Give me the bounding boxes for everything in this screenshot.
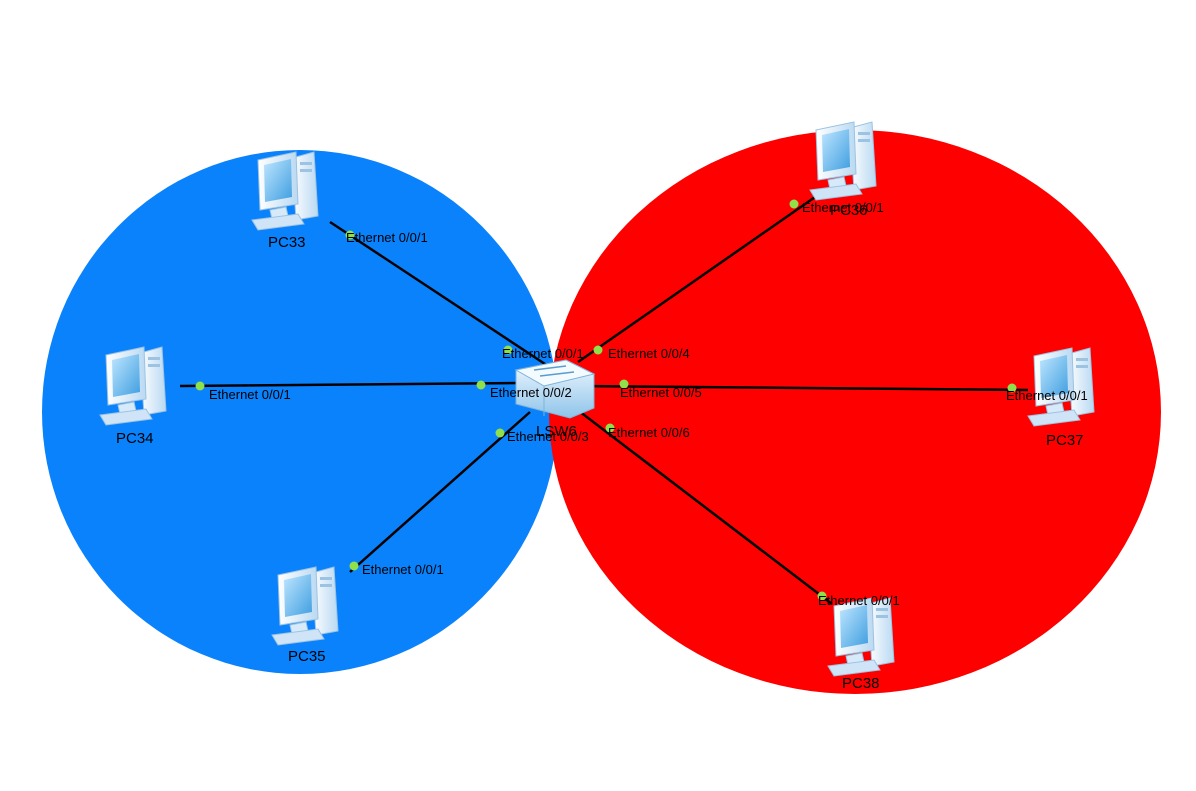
pc36-port-label: Ethernet 0/0/1 xyxy=(802,200,884,215)
pc34-port-label: Ethernet 0/0/1 xyxy=(209,387,291,402)
switch-port-label-p5: Ethernet 0/0/5 xyxy=(620,385,702,400)
pc37-port-label: Ethernet 0/0/1 xyxy=(1006,388,1088,403)
vlan-zone-right xyxy=(549,130,1161,694)
switch-label: LSW6 xyxy=(536,423,577,440)
link-pc35 xyxy=(349,411,531,573)
link-pc38 xyxy=(574,407,833,605)
link-pc37 xyxy=(577,384,1029,392)
port-dot-pc38 xyxy=(817,591,827,601)
switch-port-label-p2: Ethernet 0/0/2 xyxy=(490,385,572,400)
link-pc36 xyxy=(577,193,819,364)
port-dot-pc36 xyxy=(789,199,799,209)
pc38-icon[interactable] xyxy=(827,597,895,677)
pc38-port-label: Ethernet 0/0/1 xyxy=(818,593,900,608)
port-dot-sw-p3 xyxy=(495,428,505,438)
pc34-label: PC34 xyxy=(116,430,154,447)
pc34-icon[interactable] xyxy=(99,346,167,426)
pc35-icon[interactable] xyxy=(271,566,339,646)
pc35-port-label: Ethernet 0/0/1 xyxy=(362,562,444,577)
switch-icon[interactable] xyxy=(514,359,596,419)
pc38-label: PC38 xyxy=(842,675,880,692)
port-dot-sw-p4 xyxy=(593,345,603,355)
switch-port-label-p6: Ethernet 0/0/6 xyxy=(608,425,690,440)
vlan-zone-left xyxy=(42,150,558,674)
pc36-icon[interactable] xyxy=(809,121,877,201)
port-dot-sw-p2 xyxy=(476,380,486,390)
link-pc33 xyxy=(329,220,549,368)
switch-port-label-p1: Ethernet 0/0/1 xyxy=(502,346,584,361)
pc33-label: PC33 xyxy=(268,234,306,251)
switch-port-label-p3: Ethernet 0/0/3 xyxy=(507,429,589,444)
link-pc34 xyxy=(179,381,521,388)
pc36-label: PC36 xyxy=(830,202,868,219)
port-dot-pc35 xyxy=(349,561,359,571)
port-dot-pc37 xyxy=(1007,383,1017,393)
pc35-label: PC35 xyxy=(288,648,326,665)
port-dot-pc33 xyxy=(345,230,355,240)
switch-port-label-p4: Ethernet 0/0/4 xyxy=(608,346,690,361)
port-dot-pc34 xyxy=(195,381,205,391)
port-dot-sw-p5 xyxy=(619,379,629,389)
pc33-icon[interactable] xyxy=(251,151,319,231)
port-dot-sw-p1 xyxy=(503,345,513,355)
port-dot-sw-p6 xyxy=(605,423,615,433)
pc37-label: PC37 xyxy=(1046,432,1084,449)
pc33-port-label: Ethernet 0/0/1 xyxy=(346,230,428,245)
pc37-icon[interactable] xyxy=(1027,347,1095,427)
